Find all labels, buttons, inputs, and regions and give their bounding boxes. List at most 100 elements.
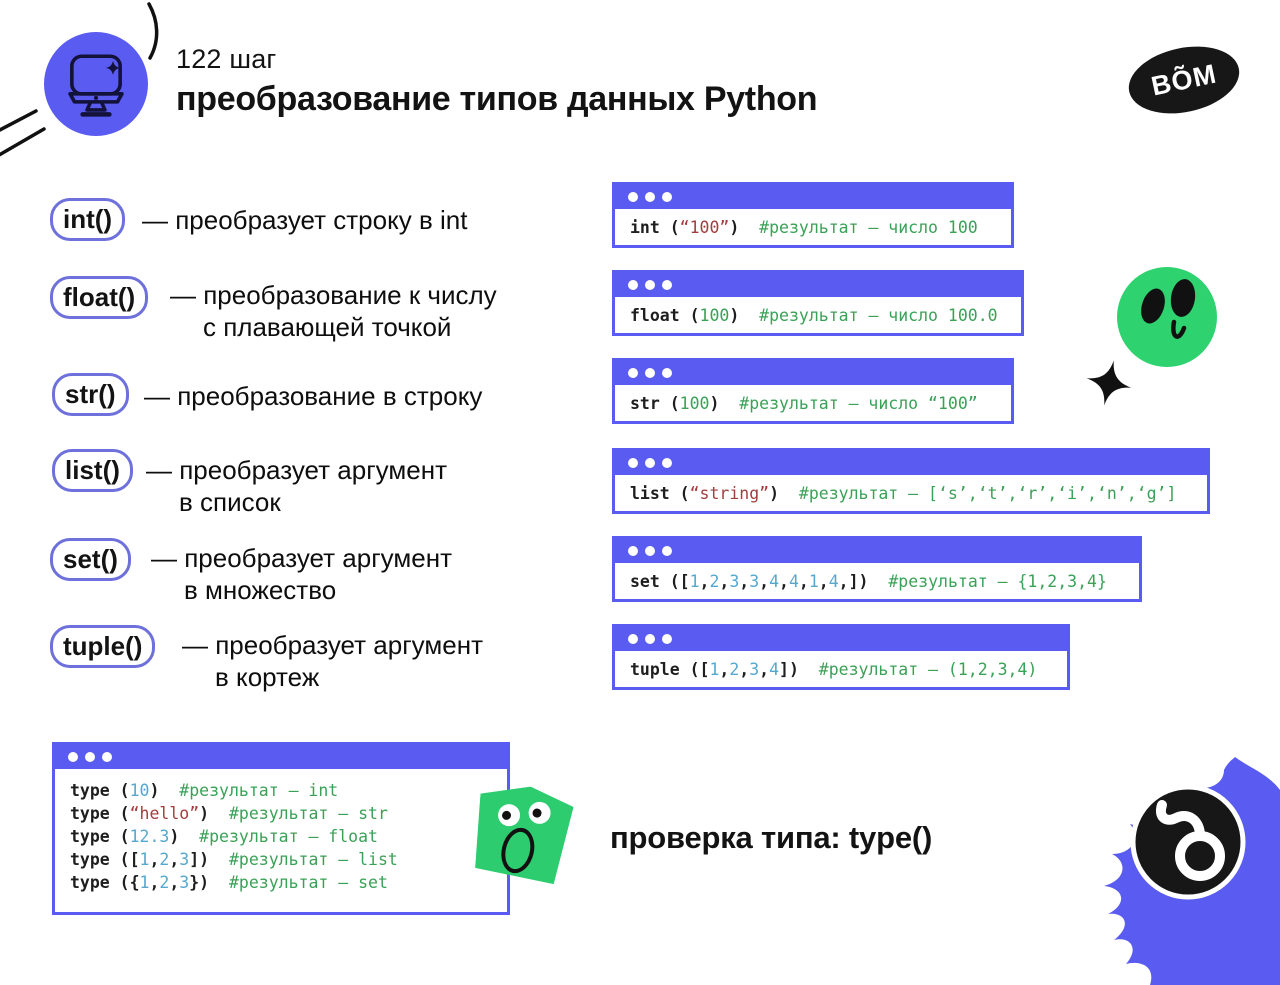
- code-segment-number: 4: [788, 571, 799, 591]
- window-dot: [85, 752, 95, 762]
- code-segment-comment: #результат – set: [228, 873, 388, 892]
- window-dot: [645, 546, 655, 556]
- code-segment-comment: 100: [679, 393, 710, 413]
- pill-set: set(): [50, 538, 131, 581]
- code-segment-number: 2: [159, 850, 170, 869]
- code-segment-code: type (: [70, 804, 130, 823]
- code-segment-code: ): [729, 217, 760, 237]
- desc-line: — преобразование к числу: [170, 280, 497, 310]
- code-segment-code: ]): [779, 659, 819, 679]
- code-area: type (10) #результат – int type (“hello”)…: [55, 769, 507, 912]
- code-line: type ([1,2,3]) #результат – list: [70, 848, 503, 871]
- window-dot: [628, 458, 638, 468]
- code-segment-comment: #результат – число 100: [759, 217, 978, 237]
- code-segment-code: }): [189, 873, 229, 892]
- code-area: list (“string”) #результат – [‘s’,‘t’,‘r…: [615, 475, 1207, 511]
- brand-logo-text: ВÕМ: [1148, 57, 1220, 102]
- window-titlebar: [615, 273, 1021, 297]
- code-segment-string: “hello”: [129, 804, 200, 823]
- code-segment-code: ,: [719, 571, 730, 591]
- code-segment-number: 1: [139, 873, 150, 892]
- code-segment-number: 1: [709, 659, 720, 679]
- desc-float: — преобразование к числу с плавающей точ…: [170, 279, 497, 343]
- code-segment-comment: #результат – int: [179, 781, 339, 800]
- window-dot: [662, 368, 672, 378]
- window-titlebar: [615, 627, 1067, 651]
- character-pupil: [532, 808, 542, 818]
- code-line: type (12.3) #результат – float: [70, 825, 503, 848]
- code-window-set: set ([1,2,3,3,4,4,1,4,]) #результат – {1…: [612, 536, 1142, 602]
- code-window-list: list (“string”) #результат – [‘s’,‘t’,‘r…: [612, 448, 1210, 514]
- code-segment-comment: #результат – число “100”: [739, 393, 978, 413]
- desc-tuple: — преобразует аргумент в кортеж: [182, 629, 483, 693]
- code-segment-code: ,: [149, 850, 160, 869]
- green-circle-character: [1117, 267, 1217, 367]
- code-line: type (10) #результат – int: [70, 779, 503, 802]
- desc-line: в кортеж: [215, 662, 320, 692]
- code-segment-code: ,: [719, 659, 730, 679]
- code-segment-code: ,]): [838, 571, 889, 591]
- code-area: float (100) #результат – число 100.0: [615, 297, 1021, 333]
- code-segment-number: 2: [159, 873, 170, 892]
- window-dot: [645, 634, 655, 644]
- sparkle-icon: [105, 60, 121, 76]
- window-dot: [628, 192, 638, 202]
- code-segment-number: 3: [179, 873, 190, 892]
- code-segment-code: ,: [818, 571, 829, 591]
- window-dot: [662, 634, 672, 644]
- slash-line-decoration: [0, 127, 46, 157]
- monitor-icon: [68, 54, 124, 117]
- window-dot: [628, 280, 638, 290]
- character-eye: [497, 803, 522, 828]
- code-segment-code: ): [199, 804, 229, 823]
- window-dot: [662, 546, 672, 556]
- code-segment-code: ): [729, 305, 760, 325]
- code-segment-code: ,: [759, 571, 770, 591]
- code-segment-code: ,: [759, 659, 770, 679]
- window-dot: [645, 458, 655, 468]
- pill-float: float(): [50, 276, 149, 319]
- window-dot: [102, 752, 112, 762]
- code-segment-code: ): [709, 393, 740, 413]
- desc-line: — преобразует аргумент: [146, 455, 447, 485]
- code-line: float (100) #результат – число 100.0: [630, 304, 1017, 327]
- window-dot: [68, 752, 78, 762]
- code-window-type: type (10) #результат – int type (“hello”)…: [52, 742, 510, 915]
- type-check-label: проверка типа: type(): [610, 820, 933, 855]
- code-segment-comment: #результат – число 100.0: [759, 305, 998, 325]
- window-dot: [628, 634, 638, 644]
- code-segment-code: list (: [630, 483, 690, 503]
- logo-blob: [1104, 757, 1280, 985]
- slash-line-decoration: [0, 109, 38, 132]
- desc-line: в список: [179, 487, 281, 517]
- code-window-float: float (100) #результат – число 100.0: [612, 270, 1024, 336]
- code-window-tuple: tuple ([1,2,3,4]) #результат – (1,2,3,4): [612, 624, 1070, 690]
- desc-str: — преобразование в строку: [144, 380, 482, 412]
- code-segment-code: ,: [779, 571, 789, 591]
- page-title: преобразование типов данных Python: [176, 80, 818, 118]
- code-area: set ([1,2,3,3,4,4,1,4,]) #результат – {1…: [615, 563, 1139, 599]
- desc-list: — преобразует аргумент в список: [146, 454, 447, 518]
- window-dot: [645, 368, 655, 378]
- brand-logo: ВÕМ: [1122, 37, 1246, 123]
- code-segment-number: 3: [729, 571, 740, 591]
- window-titlebar: [55, 745, 507, 769]
- desc-line: с плавающей точкой: [203, 312, 452, 342]
- desc-line: в множество: [184, 575, 337, 605]
- code-segment-code: ,: [739, 571, 750, 591]
- code-segment-number: 2: [729, 659, 740, 679]
- step-label: 122 шаг: [176, 44, 277, 74]
- sparkle-icon: [1086, 360, 1132, 406]
- code-segment-comment: #результат – [‘s’,‘t’,‘r’,‘i’,‘n’,‘g’]: [798, 483, 1177, 503]
- code-segment-code: ,: [169, 873, 180, 892]
- code-segment-number: 4: [828, 571, 839, 591]
- character-eye: [1170, 279, 1196, 317]
- code-segment-code: set ([: [630, 571, 690, 591]
- code-line: list (“string”) #результат – [‘s’,‘t’,‘r…: [630, 482, 1203, 505]
- character-pupil: [502, 810, 512, 820]
- code-segment-number: 4: [769, 571, 780, 591]
- desc-line: — преобразует аргумент: [182, 630, 483, 660]
- code-segment-number: 10: [129, 781, 150, 800]
- pill-list: list(): [52, 449, 133, 492]
- code-segment-comment: #результат – (1,2,3,4): [818, 659, 1038, 679]
